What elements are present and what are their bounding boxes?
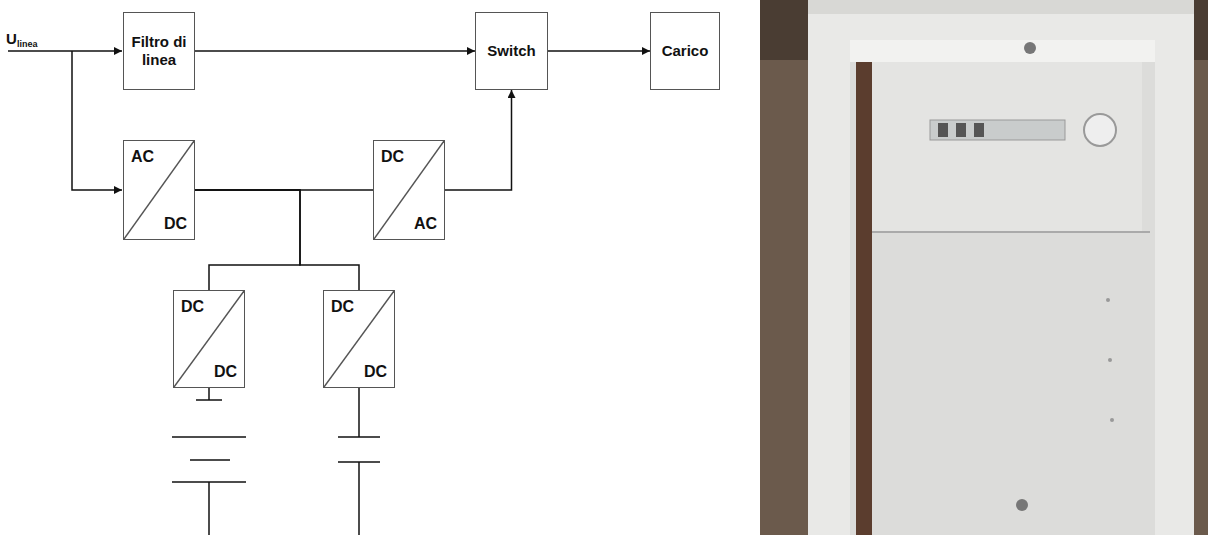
display-window [930, 120, 1065, 140]
screw [1108, 358, 1112, 362]
connector [195, 50, 475, 52]
cabinet-trim [850, 40, 1155, 62]
connector [195, 190, 359, 290]
cabinet-top [808, 0, 1194, 14]
display-led [956, 123, 966, 137]
converter-box: DC DC [323, 290, 395, 388]
connector [195, 190, 300, 290]
filter-box: Filtro di linea [123, 12, 195, 90]
box-label: AC [414, 214, 437, 233]
box-label: DC [181, 297, 204, 316]
switch-box: Switch [475, 12, 548, 90]
box-label: Switch [487, 42, 535, 60]
converter-box: AC DC [123, 140, 195, 240]
screw [1106, 298, 1110, 302]
cabinet-edge-strip [856, 62, 872, 535]
converter-box: DC DC [173, 290, 245, 388]
connector [548, 50, 650, 52]
box-label: DC [164, 214, 187, 233]
signal-name: U [6, 30, 17, 47]
connector [445, 90, 512, 190]
box-label: Carico [662, 42, 709, 60]
battery-symbol [172, 388, 246, 535]
key-lock [1024, 42, 1036, 54]
converter-box: DC AC [373, 140, 445, 240]
screw [1110, 418, 1114, 422]
control-knob [1084, 114, 1116, 146]
box-label: DC [331, 297, 354, 316]
input-line [8, 50, 122, 52]
box-label: DC [364, 362, 387, 381]
signal-name: linea [17, 39, 38, 49]
key-lock [1016, 499, 1028, 511]
control-panel [872, 62, 1142, 232]
box-label: Filtro di linea [130, 33, 188, 69]
box-label: DC [214, 362, 237, 381]
load-box: Carico [650, 12, 720, 90]
display-led [938, 123, 948, 137]
box-label: DC [381, 147, 404, 166]
capacitor-symbol [338, 388, 380, 535]
input-line [72, 51, 122, 190]
panel-seam [872, 231, 1150, 233]
cabinet-frame [808, 0, 1194, 535]
cabinet-front [850, 40, 1155, 535]
display-led [974, 123, 984, 137]
photo-background [760, 0, 1208, 535]
box-label: AC [131, 147, 154, 166]
